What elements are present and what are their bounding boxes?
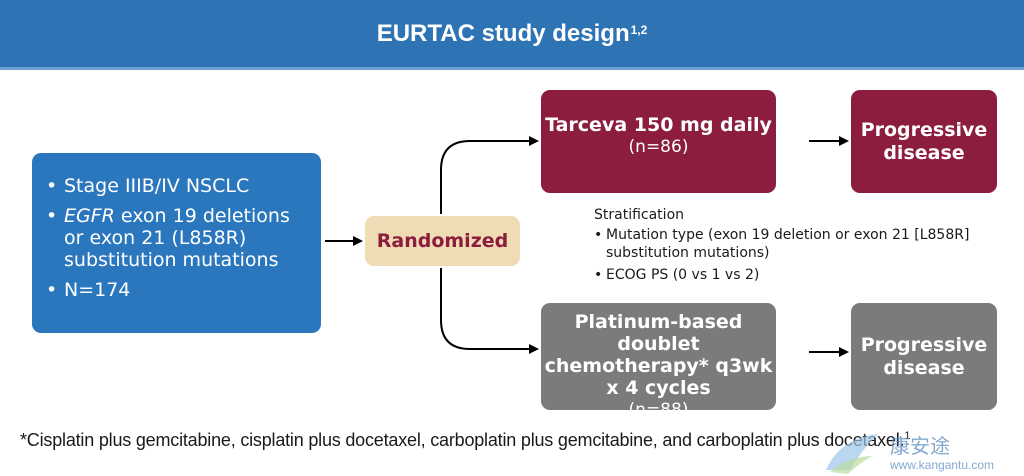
tarceva-arm-box: Tarceva 150 mg daily (n=86) [541, 90, 776, 193]
criteria-item: EGFR exon 19 deletions or exon 21 (L858R… [46, 205, 307, 271]
header-divider [0, 67, 1024, 70]
progressive-disease-label: Progressive disease [860, 118, 988, 164]
chemo-arm-box: Platinum-based doublet chemotherapy* q3w… [541, 303, 776, 420]
progressive-disease-bottom-box: Progressive disease [851, 303, 997, 410]
stratification-item: ECOG PS (0 vs 1 vs 2) [594, 266, 1014, 284]
chemo-arm-n: (n=88) [628, 400, 689, 420]
randomized-node: Randomized [365, 216, 520, 266]
watermark: 康安途 www.kangantu.com [820, 430, 1020, 474]
footnote-text: *Cisplatin plus gemcitabine, cisplatin p… [20, 430, 905, 450]
leaf-logo-icon [826, 434, 878, 474]
progressive-disease-label: Progressive disease [860, 333, 988, 379]
criteria-text: Stage IIIB/IV NSCLC [64, 175, 250, 197]
footnote: *Cisplatin plus gemcitabine, cisplatin p… [20, 430, 1020, 451]
title-reference: 1,2 [630, 22, 648, 37]
arrow-randomized-to-tarceva [440, 136, 539, 214]
title-text: EURTAC study design [376, 19, 630, 47]
criteria-item: Stage IIIB/IV NSCLC [46, 175, 307, 197]
progressive-disease-top-box: Progressive disease [851, 90, 997, 193]
stratification-list: Mutation type (exon 19 deletion or exon … [594, 226, 1014, 284]
footnote-reference: 1 [904, 430, 911, 442]
criteria-text: exon 19 deletions or exon 21 (L858R) sub… [64, 205, 290, 271]
arrow-randomized-to-chemo [440, 268, 539, 354]
stratification-heading: Stratification [594, 207, 685, 223]
randomized-label: Randomized [376, 230, 509, 252]
criteria-item: N=174 [46, 279, 307, 301]
patient-population-box: Stage IIIB/IV NSCLC EGFR exon 19 deletio… [32, 153, 321, 333]
chemo-arm-title: Platinum-based doublet chemotherapy* q3w… [544, 311, 773, 399]
stratification-item: Mutation type (exon 19 deletion or exon … [594, 226, 1014, 262]
tarceva-arm-title: Tarceva 150 mg daily [545, 114, 772, 136]
watermark-url: www.kangantu.com [890, 458, 995, 472]
criteria-gene: EGFR [64, 205, 115, 227]
criteria-text: N=174 [64, 279, 131, 301]
patient-criteria-list: Stage IIIB/IV NSCLC EGFR exon 19 deletio… [46, 175, 307, 301]
watermark-text: 康安途 [890, 434, 950, 458]
tarceva-arm-n: (n=86) [628, 137, 689, 157]
stratification-block: Stratification Mutation type (exon 19 de… [594, 206, 1014, 288]
